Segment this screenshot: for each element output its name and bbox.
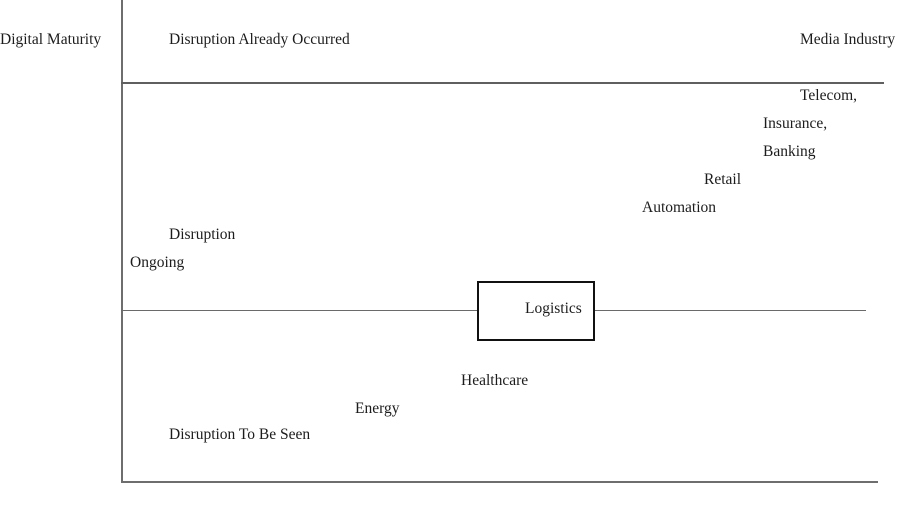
y-axis-title: Digital Maturity (0, 31, 102, 48)
data-label-media-industry: Media Industry (800, 31, 896, 48)
logistics-highlight-box (477, 281, 595, 341)
band-label-disruption-already-occurred: Disruption Already Occurred (169, 31, 350, 48)
band-label-disruption-ongoing-line1: Disruption (169, 226, 236, 243)
data-label-banking: Banking (763, 143, 816, 160)
data-label-logistics: Logistics (525, 300, 582, 317)
y-axis-line (121, 0, 123, 483)
data-label-retail: Retail (704, 171, 742, 188)
data-label-energy: Energy (355, 400, 400, 417)
data-label-telecom: Telecom, (800, 87, 858, 104)
band-label-disruption-ongoing-line2: Ongoing (130, 254, 185, 271)
data-label-insurance: Insurance, (763, 115, 828, 132)
data-label-healthcare: Healthcare (461, 372, 529, 389)
band-divider-middle-left (121, 310, 477, 312)
band-label-disruption-to-be-seen: Disruption To Be Seen (169, 426, 311, 443)
band-divider-middle-right (595, 310, 866, 312)
data-label-automation: Automation (642, 199, 717, 216)
x-axis-line (121, 481, 878, 483)
band-divider-upper (121, 82, 884, 84)
